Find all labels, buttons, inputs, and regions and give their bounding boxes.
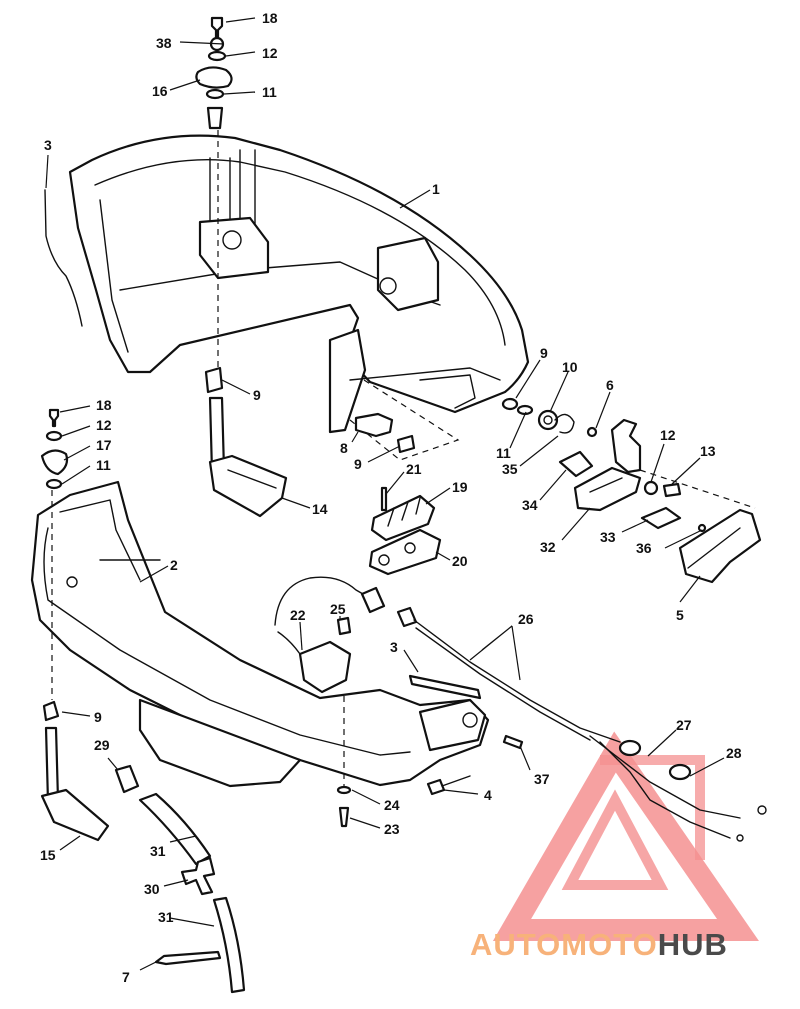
callout-19: 19	[452, 479, 468, 495]
callout-9-lower: 9	[354, 456, 362, 472]
callout-38: 38	[156, 35, 172, 51]
callout-37: 37	[534, 771, 550, 787]
callout-25: 25	[330, 601, 346, 617]
callout-18-lower: 18	[96, 397, 112, 413]
callout-14: 14	[312, 501, 328, 517]
callout-17: 17	[96, 437, 112, 453]
cowl-seal-strip-lower	[408, 674, 482, 700]
callout-29: 29	[94, 737, 110, 753]
callout-28: 28	[726, 745, 742, 761]
callout-31-upper: 31	[150, 843, 166, 859]
callout-10: 10	[562, 359, 578, 375]
svg-text:AUTOMOTOHUB: AUTOMOTOHUB	[470, 927, 728, 962]
callout-23: 23	[384, 821, 400, 837]
callout-6: 6	[606, 377, 614, 393]
hose-set	[114, 764, 246, 994]
callout-5: 5	[676, 607, 684, 623]
callout-12-top: 12	[262, 45, 278, 61]
callout-18-top: 18	[262, 10, 278, 26]
watermark-text-hub: HUB	[658, 927, 728, 962]
callout-12-right: 12	[660, 427, 676, 443]
latch-hardware-stack-top	[195, 16, 233, 130]
watermark-text-automoto: AUTOMOTO	[470, 927, 658, 962]
clip-set	[368, 486, 442, 576]
latch-parts-right	[354, 397, 642, 474]
callout-8: 8	[340, 440, 348, 456]
callout-36: 36	[636, 540, 652, 556]
cowl-seal-strip-upper	[44, 189, 83, 327]
callout-9-right: 9	[540, 345, 548, 361]
callout-7: 7	[122, 969, 130, 985]
callout-11-top: 11	[262, 84, 277, 100]
callout-3-lower: 3	[390, 639, 398, 655]
latch-hardware-stack-lower	[40, 408, 69, 490]
callout-30: 30	[144, 881, 160, 897]
switch-harness	[274, 576, 386, 694]
callout-31-lower: 31	[158, 909, 174, 925]
pin-part	[502, 734, 524, 750]
fasteners-bottom	[336, 775, 471, 828]
callout-26: 26	[518, 611, 534, 627]
callout-9-center: 9	[253, 387, 261, 403]
callout-33: 33	[600, 529, 616, 545]
callout-2: 2	[170, 557, 178, 573]
callout-16: 16	[152, 83, 168, 99]
callout-1: 1	[432, 181, 440, 197]
latch-plate-assembly	[558, 450, 762, 584]
callout-numbers: 18 38 12 16 11 3 1 9 10 6 9 8 9 11 35 12…	[40, 10, 742, 985]
lower-bracket-assembly	[40, 700, 110, 842]
bottom-cowl-part	[30, 480, 490, 788]
callout-24: 24	[384, 797, 400, 813]
callout-12-lower: 12	[96, 417, 112, 433]
callout-4: 4	[484, 787, 492, 803]
watermark-text: AUTOMOTOHUB	[470, 927, 728, 962]
callout-13: 13	[700, 443, 716, 459]
callout-22: 22	[290, 607, 306, 623]
callout-27: 27	[676, 717, 692, 733]
callout-35: 35	[502, 461, 518, 477]
callout-3-top: 3	[44, 137, 52, 153]
callout-32: 32	[540, 539, 556, 555]
lift-bracket-assembly	[204, 366, 288, 518]
callout-20: 20	[452, 553, 468, 569]
callout-11-right: 11	[496, 445, 511, 461]
callout-9-left: 9	[94, 709, 102, 725]
leader-lines	[45, 17, 725, 971]
callout-15: 15	[40, 847, 56, 863]
callout-21: 21	[406, 461, 422, 477]
callout-34: 34	[522, 497, 538, 513]
cable-assembly	[396, 606, 767, 842]
top-cowl-part	[68, 134, 530, 461]
callout-11-lower: 11	[96, 457, 111, 473]
